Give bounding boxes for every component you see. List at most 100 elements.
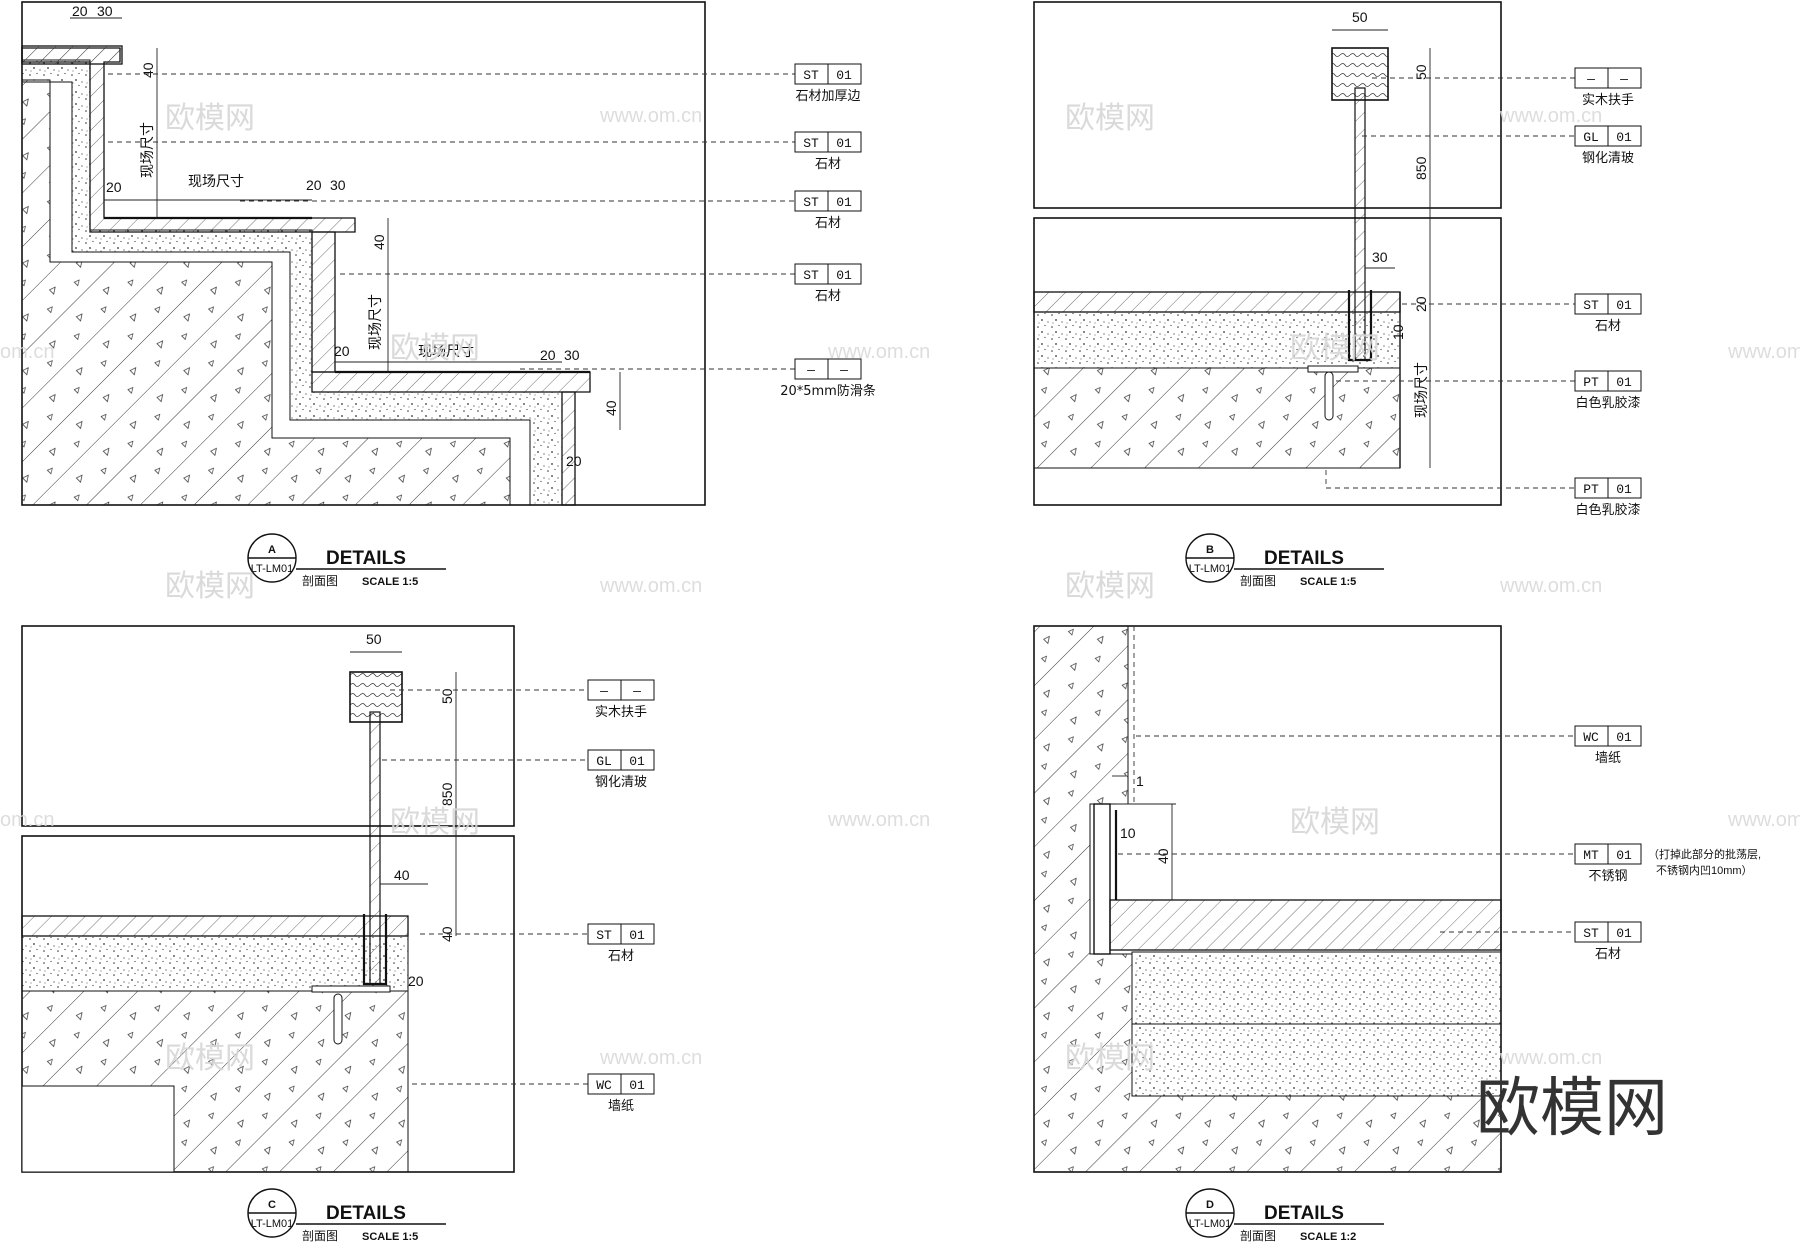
- title-b-view: 剖面图: [1240, 574, 1276, 588]
- title-a-view: 剖面图: [302, 574, 338, 588]
- title-b-letter: B: [1206, 544, 1214, 556]
- watermark-brand: 欧模网: [1065, 101, 1155, 136]
- detail-b-upper-frame: [1033, 1, 1502, 209]
- tag-d-note-line2: 不锈钢内凹10mm）: [1656, 863, 1753, 877]
- tag-d-2-code: MT: [1583, 848, 1599, 863]
- dim-a-30-4: 30: [564, 347, 580, 363]
- watermark-site-partial: om.cn: [0, 341, 54, 363]
- dim-a-20-top: 20: [72, 3, 88, 19]
- dim-b-10: 10: [1390, 324, 1406, 340]
- tag-b-3-code: ST: [1583, 298, 1599, 313]
- detail-c-u-channel: [362, 914, 388, 986]
- dim-a-20-5: 20: [566, 453, 582, 469]
- detail-b-slab: [1033, 367, 1401, 469]
- tag-a-4-label: 石材: [815, 289, 841, 304]
- tag-b-3: ST 01 石材: [1574, 293, 1642, 334]
- tag-b-4-code: PT: [1583, 375, 1599, 390]
- watermark-brand: 欧模网: [1290, 805, 1380, 840]
- title-b-heading: DETAILS: [1264, 548, 1344, 569]
- tag-a-2: ST 01 石材: [794, 131, 862, 172]
- dim-c-20: 20: [408, 973, 424, 989]
- dim-a-site-horiz-2: 现场尺寸: [418, 343, 474, 359]
- detail-c-glass: [369, 711, 381, 985]
- tag-d-3-code: ST: [1583, 926, 1599, 941]
- title-c-sheet: LT-LM01: [251, 1218, 294, 1230]
- title-d-scale: SCALE 1:2: [1300, 1231, 1356, 1243]
- tag-a-5-code: —: [806, 363, 815, 378]
- tag-b-1: — — 实木扶手: [1574, 67, 1642, 108]
- watermark-site: www.om.cn: [827, 341, 930, 363]
- title-c-heading: DETAILS: [326, 1203, 406, 1224]
- watermark-site: www.om.cn: [599, 105, 702, 127]
- tag-c-4-num: 01: [629, 1078, 645, 1093]
- detail-d: 1 10 40 WC 01 墙纸 MT 01 不锈钢 （打掉此部分的批荡层, 不…: [1033, 625, 1761, 1243]
- tag-d-2: MT 01 不锈钢: [1574, 843, 1642, 884]
- tag-c-3: ST 01 石材: [587, 923, 655, 964]
- detail-a-stone-lower: [311, 371, 591, 393]
- tag-b-2-label: 钢化清玻: [1582, 151, 1634, 166]
- dim-c-50: 50: [366, 631, 382, 647]
- tag-b-4: PT 01 白色乳胶漆: [1574, 370, 1642, 411]
- watermark-brand: 欧模网: [1065, 569, 1155, 604]
- detail-a-top-cap: [21, 45, 123, 65]
- detail-c-upper-frame: [21, 625, 515, 827]
- tag-c-4-label: 墙纸: [608, 1099, 634, 1114]
- tag-a-3: ST 01 石材: [794, 190, 862, 231]
- watermark-brand: 欧模网: [165, 101, 255, 136]
- detail-b-glass: [1354, 87, 1366, 361]
- dim-b-30: 30: [1372, 249, 1388, 265]
- watermark-site: www.om.cn: [1499, 575, 1602, 597]
- dim-a-20-1: 20: [106, 179, 122, 195]
- tag-c-2-num: 01: [629, 754, 645, 769]
- watermark-brand: 欧模网: [1065, 1041, 1155, 1076]
- tag-a-5-num: —: [839, 363, 848, 378]
- tag-d-3-num: 01: [1616, 926, 1632, 941]
- tag-c-3-num: 01: [629, 928, 645, 943]
- detail-c-screed: [21, 935, 409, 992]
- tag-a-5-label: 20*5mm防滑条: [780, 383, 876, 399]
- dim-a-40-low: 40: [603, 400, 619, 416]
- detail-b-u-channel: [1347, 290, 1373, 362]
- dim-a-30-2: 30: [330, 177, 346, 193]
- dim-d-10: 10: [1120, 825, 1136, 841]
- detail-c: 50 50 850 40 40 20 — — 实木扶手 GL 01 钢化清玻 S…: [21, 625, 655, 1243]
- dim-a-20-2: 20: [306, 177, 322, 193]
- dim-a-site-vert-2: 现场尺寸: [367, 294, 383, 350]
- title-b-scale: SCALE 1:5: [1300, 576, 1356, 588]
- title-block-b: B LT-LM01 DETAILS 剖面图 SCALE 1:5: [1185, 533, 1384, 588]
- watermark-brand: 欧模网: [390, 805, 480, 840]
- tag-b-2-code: GL: [1583, 130, 1599, 145]
- tag-b-5-code: PT: [1583, 482, 1599, 497]
- detail-a-dims: 20 30 40 现场尺寸 20 现场尺寸 20 30 40 现场尺寸 20 现…: [70, 3, 621, 469]
- tag-c-3-label: 石材: [608, 949, 634, 964]
- tag-c-4-code: WC: [596, 1078, 612, 1093]
- dim-a-40-top: 40: [140, 62, 156, 78]
- detail-b-dims: 50 50 850 30 20 10 现场尺寸: [1332, 9, 1431, 468]
- tag-a-3-label: 石材: [815, 216, 841, 231]
- tag-a-4-num: 01: [836, 268, 852, 283]
- tag-c-2: GL 01 钢化清玻: [587, 749, 655, 790]
- title-d-view: 剖面图: [1240, 1229, 1276, 1243]
- tag-c-1-num: —: [632, 684, 641, 699]
- dim-d-40: 40: [1155, 848, 1171, 864]
- title-d-sheet: LT-LM01: [1189, 1218, 1232, 1230]
- detail-b: 50 50 850 30 20 10 现场尺寸 — — 实木扶手 GL 01 钢…: [1033, 1, 1642, 588]
- tag-d-2-label: 不锈钢: [1588, 869, 1627, 884]
- watermarks: 欧模网 www.om.cn 欧模网 www.om.cn om.cn 欧模网 ww…: [0, 101, 1800, 1076]
- dim-c-50-vert: 50: [439, 688, 455, 704]
- tag-a-4: ST 01 石材: [794, 263, 862, 304]
- dim-b-50-vert: 50: [1413, 64, 1429, 80]
- detail-a-stone-riser-low: [561, 391, 576, 506]
- title-d-heading: DETAILS: [1264, 1203, 1344, 1224]
- tag-c-1-label: 实木扶手: [595, 705, 647, 720]
- tag-d-3: ST 01 石材: [1574, 921, 1642, 962]
- tag-b-1-num: —: [1619, 72, 1628, 87]
- title-a-sheet: LT-LM01: [251, 563, 294, 575]
- tag-b-1-label: 实木扶手: [1582, 93, 1634, 108]
- watermark-brand: 欧模网: [1290, 331, 1380, 366]
- tag-b-2-num: 01: [1616, 130, 1632, 145]
- tag-a-2-label: 石材: [815, 157, 841, 172]
- tag-d-note-line1: （打掉此部分的批荡层,: [1648, 847, 1761, 861]
- title-a-heading: DETAILS: [326, 548, 406, 569]
